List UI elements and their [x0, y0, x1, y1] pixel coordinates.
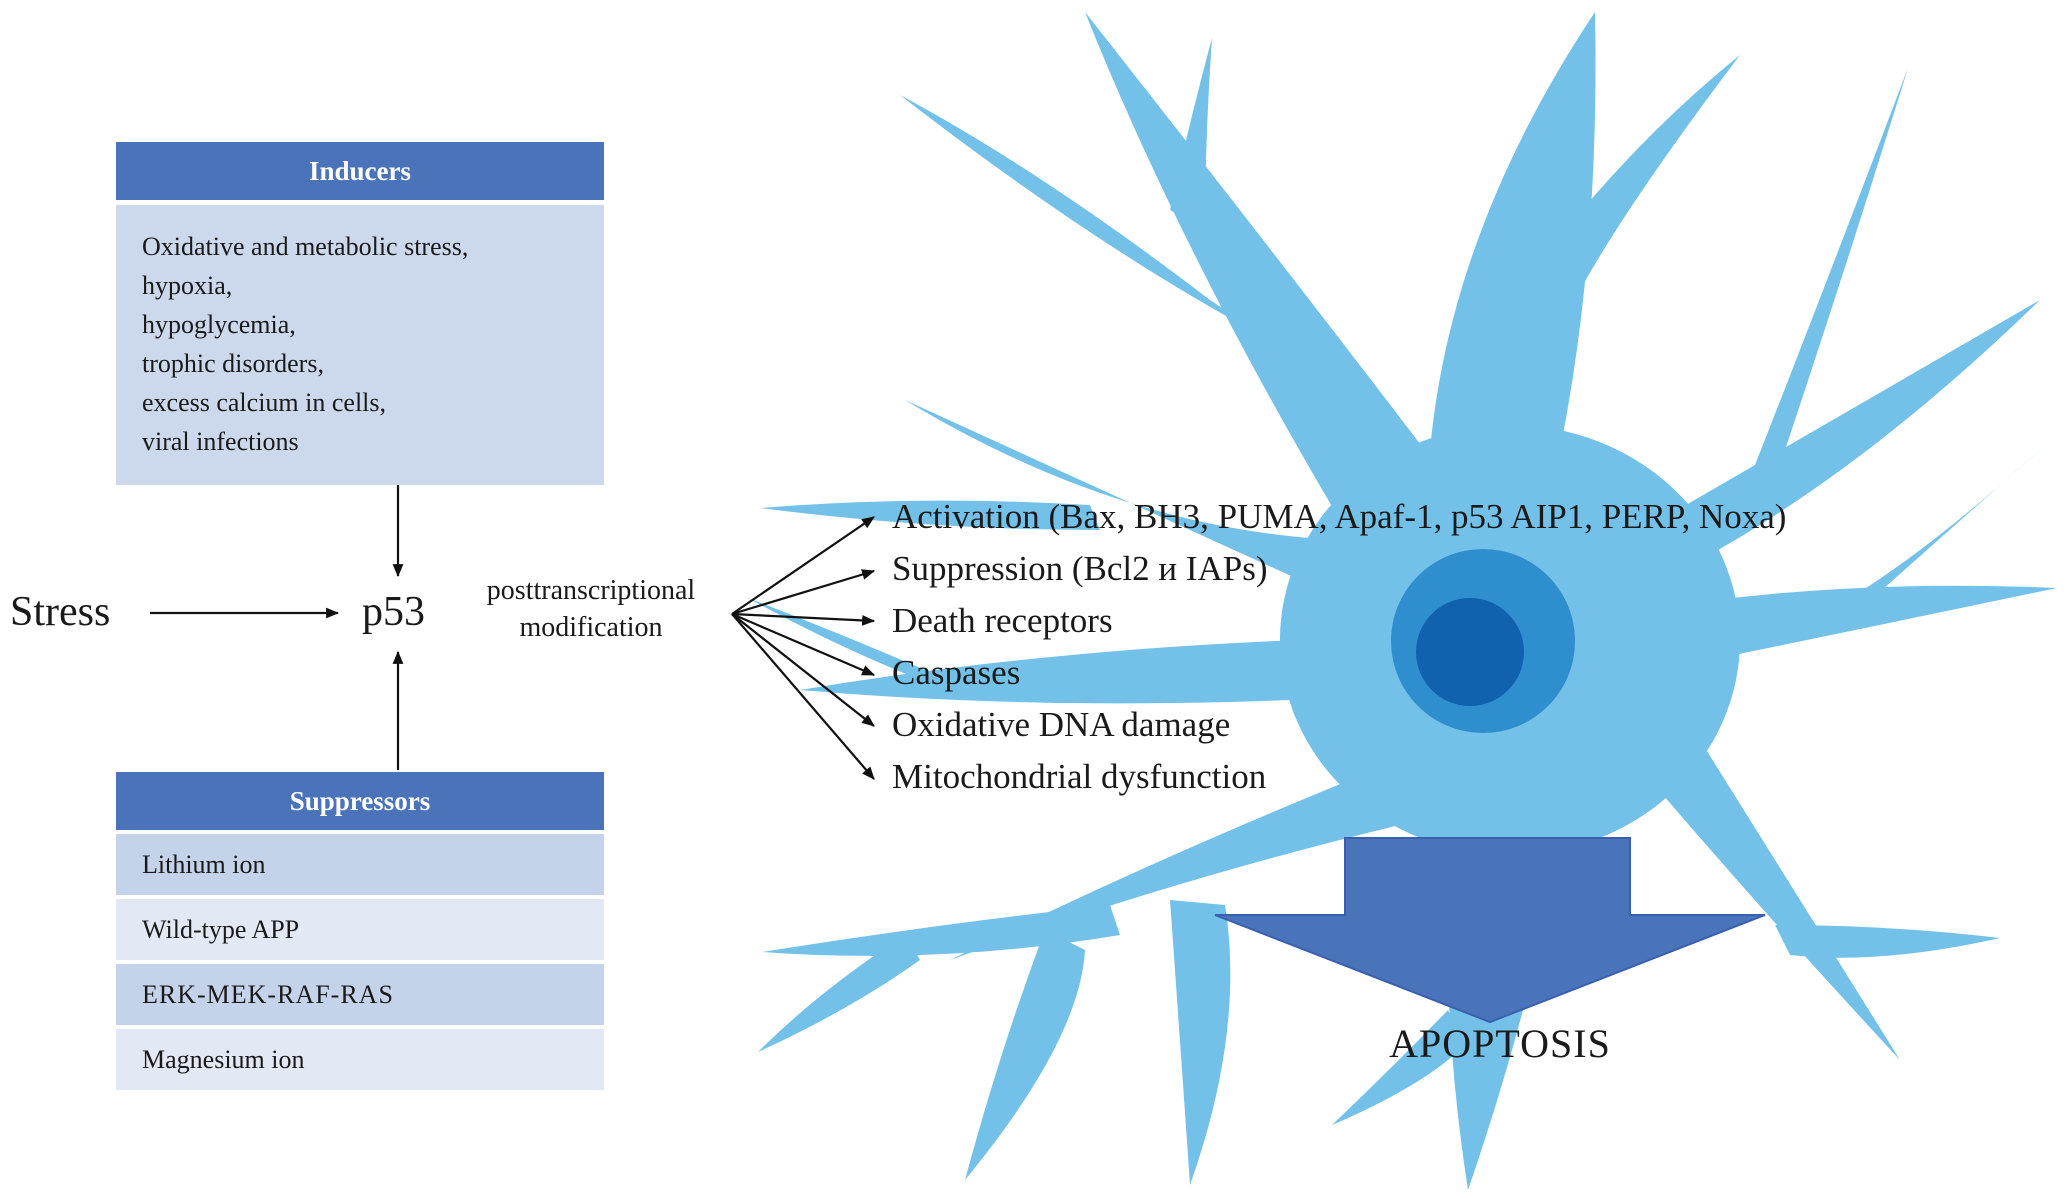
inducer-item: excess calcium in cells,: [142, 388, 387, 417]
apoptosis-label: APOPTOSIS: [1389, 1021, 1611, 1066]
arrow-to-death-receptors: [731, 612, 876, 626]
inducer-item: viral infections: [142, 427, 299, 456]
suppressors-header: Suppressors: [116, 772, 604, 830]
arrow-to-caspases: [731, 612, 875, 677]
modification-label: posttranscriptional modification: [448, 572, 734, 646]
modification-line2: modification: [519, 612, 663, 643]
arrow-to-oxidative-dna-damage: [731, 613, 875, 727]
suppressor-item: Lithium ion: [116, 834, 604, 895]
modification-line1: posttranscriptional: [486, 575, 696, 606]
arrow-to-suppression: [731, 569, 876, 616]
stress-label: Stress: [10, 589, 111, 635]
nucleus-inner: [1416, 598, 1524, 706]
apoptosis-arrow: [1214, 837, 1766, 1024]
suppressor-item: Wild-type APP: [116, 899, 604, 960]
p53-label: p53: [362, 589, 425, 635]
suppressors-panel: Suppressors Lithium ion Wild-type APP ER…: [116, 772, 604, 1090]
inducer-item: hypoxia,: [142, 271, 233, 300]
suppressor-item: Magnesium ion: [116, 1029, 604, 1090]
target-suppression: Suppression (Bcl2 и IAPs): [892, 549, 1268, 588]
target-mitochondrial-dysfunction: Mitochondrial dysfunction: [892, 757, 1267, 796]
p53-targets-list: Activation (Bax, BH3, PUMA, Apaf-1, p53 …: [892, 491, 1786, 803]
inducer-item: hypoglycemia,: [142, 310, 296, 339]
inducers-body: Oxidative and metabolic stress, hypoxia,…: [116, 205, 604, 485]
inducer-item: Oxidative and metabolic stress,: [142, 232, 469, 261]
target-activation: Activation (Bax, BH3, PUMA, Apaf-1, p53 …: [892, 497, 1787, 536]
inducer-item: trophic disorders,: [142, 349, 324, 378]
suppressor-item: ERK-MEK-RAF-RAS: [116, 964, 604, 1025]
target-caspases: Caspases: [892, 653, 1021, 692]
inducers-header: Inducers: [116, 142, 604, 200]
target-death-receptors: Death receptors: [892, 601, 1113, 640]
target-oxidative-dna-damage: Oxidative DNA damage: [892, 705, 1231, 744]
inducers-panel: Inducers Oxidative and metabolic stress,…: [116, 142, 604, 485]
arrow-to-mitochondrial-dysfunction: [731, 613, 875, 780]
arrow-to-activation: [731, 516, 875, 615]
